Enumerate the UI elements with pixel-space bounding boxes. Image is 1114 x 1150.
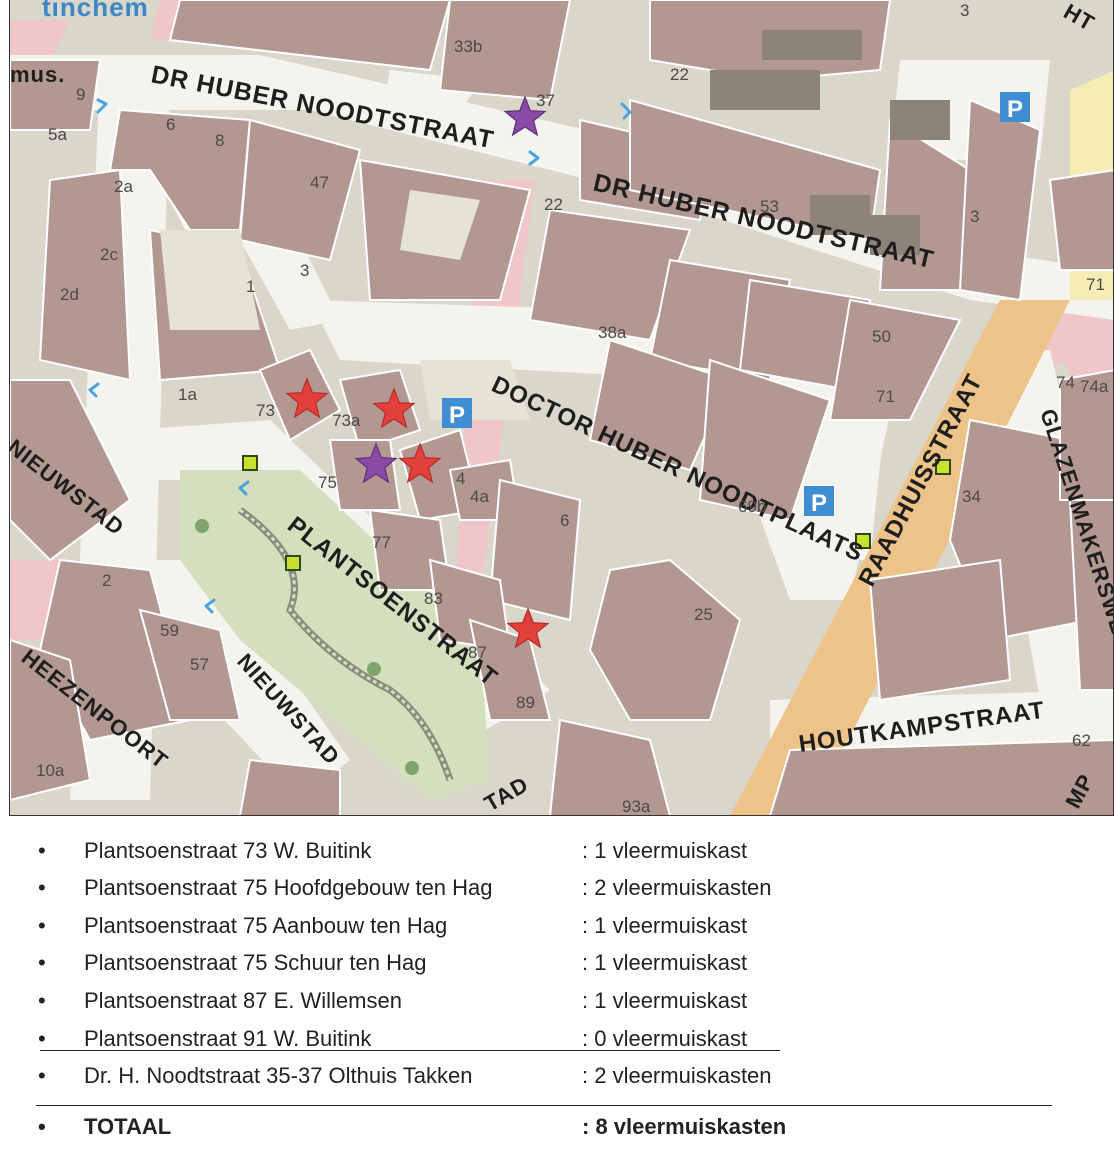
house-number: 6 (166, 115, 175, 134)
svg-text:P: P (811, 490, 827, 517)
item-count: : 1 vleermuiskast (582, 838, 748, 863)
house-number: 8 (215, 131, 224, 150)
red-star-marker[interactable] (398, 442, 442, 484)
house-number: 2 (102, 571, 111, 590)
red-star-marker[interactable] (285, 377, 329, 419)
house-number: 22 (544, 195, 563, 214)
house-number: 4 (456, 469, 465, 488)
item-name: Plantsoenstraat 73 W. Buitink (84, 838, 372, 863)
total-count: : 8 vleermuiskasten (582, 1114, 787, 1139)
house-number: 59 (160, 621, 179, 640)
house-number: 3 (970, 207, 979, 226)
house-number: 89 (516, 693, 535, 712)
list-item: • Plantsoenstraat 87 E. Willemsen : 1 vl… (0, 988, 1114, 1024)
stop-marker (242, 455, 258, 471)
house-number: 6 (560, 511, 569, 530)
parking-sign-1: P (1000, 92, 1030, 123)
bullet: • (38, 950, 46, 975)
house-number: 71 (1086, 275, 1105, 294)
item-name: Dr. H. Noodtstraat 35-37 Olthuis Takken (84, 1063, 473, 1088)
item-name: Plantsoenstraat 75 Aanbouw ten Hag (84, 913, 448, 938)
house-number: 74 (1056, 373, 1075, 392)
strikethrough-line (40, 1050, 780, 1051)
list-item: • Dr. H. Noodtstraat 35-37 Olthuis Takke… (0, 1063, 1114, 1099)
house-number: 5a (48, 125, 67, 144)
red-star-marker[interactable] (506, 607, 550, 649)
item-count: : 1 vleermuiskast (582, 913, 748, 938)
map[interactable]: P P P tinchem mus. DR HUBER NOODTSTRAAT … (9, 0, 1114, 816)
house-number: 3 (960, 1, 969, 20)
house-number: 47 (310, 173, 329, 192)
house-number: 33b (454, 37, 482, 56)
house-number: 87 (468, 643, 487, 662)
house-number: 83 (424, 589, 443, 608)
item-count: : 2 vleermuiskasten (582, 875, 772, 900)
house-number: 75 (318, 473, 337, 492)
list-item: • Plantsoenstraat 73 W. Buitink : 1 vlee… (0, 838, 1114, 874)
house-number: 3 (300, 261, 309, 280)
red-star-marker[interactable] (372, 387, 416, 429)
total-row: • TOTAAL : 8 vleermuiskasten (0, 1114, 1114, 1150)
house-number: 22 (670, 65, 689, 84)
place-label: mus. (10, 62, 65, 87)
house-number: 2a (114, 177, 133, 196)
svg-text:P: P (1007, 96, 1023, 123)
map-canvas: P P P tinchem mus. DR HUBER NOODTSTRAAT … (10, 0, 1113, 816)
parking-sign-2: P (442, 398, 472, 429)
house-number: 74a (1080, 377, 1109, 396)
item-name: Plantsoenstraat 87 E. Willemsen (84, 988, 402, 1013)
house-number: 53 (760, 197, 779, 216)
house-number: 2d (60, 285, 79, 304)
total-label: TOTAAL (84, 1114, 172, 1139)
bullet: • (38, 1114, 46, 1139)
item-count: : 1 vleermuiskast (582, 950, 748, 975)
house-number: 38a (598, 323, 627, 342)
house-number: 37 (536, 91, 555, 110)
bullet: • (38, 988, 46, 1013)
house-number: 57 (190, 655, 209, 674)
house-number: 77 (372, 533, 391, 552)
bullet: • (38, 1063, 46, 1088)
item-name: Plantsoenstraat 75 Schuur ten Hag (84, 950, 427, 975)
bullet: • (38, 913, 46, 938)
house-number: 34 (962, 487, 981, 506)
svg-text:P: P (449, 402, 465, 429)
house-number: 2c (100, 245, 118, 264)
item-count: : 0 vleermuiskast (582, 1026, 748, 1051)
bullet: • (38, 838, 46, 863)
house-number: 10a (36, 761, 65, 780)
house-number: 9 (76, 85, 85, 104)
purple-star-marker[interactable] (354, 442, 398, 484)
list-item: • Plantsoenstraat 75 Aanbouw ten Hag : 1… (0, 913, 1114, 949)
house-number: 71 (876, 387, 895, 406)
list-item: • Plantsoenstraat 75 Hoofdgebouw ten Hag… (0, 875, 1114, 911)
house-number: 73 (256, 401, 275, 420)
house-number: 73a (332, 411, 361, 430)
house-number: 62 (1072, 731, 1091, 750)
house-number: 50 (872, 327, 891, 346)
stop-marker (855, 533, 871, 549)
stop-marker (935, 459, 951, 475)
place-label: tinchem (42, 0, 149, 22)
house-number: 93a (622, 797, 651, 816)
house-number: 69b (738, 497, 766, 516)
total-divider (36, 1105, 1052, 1106)
list-item: • Plantsoenstraat 75 Schuur ten Hag : 1 … (0, 950, 1114, 986)
item-count: : 2 vleermuiskasten (582, 1063, 772, 1088)
stop-marker (285, 555, 301, 571)
house-number: 1a (178, 385, 197, 404)
list-item-struck: • Plantsoenstraat 91 W. Buitink : 0 vlee… (0, 1026, 1114, 1062)
purple-star-marker[interactable] (503, 95, 547, 137)
bullet: • (38, 1026, 46, 1051)
house-number: 25 (694, 605, 713, 624)
item-name: Plantsoenstraat 91 W. Buitink (84, 1026, 372, 1051)
house-number: 1 (246, 277, 255, 296)
item-count: : 1 vleermuiskast (582, 988, 748, 1013)
house-number: 4a (470, 487, 489, 506)
item-name: Plantsoenstraat 75 Hoofdgebouw ten Hag (84, 875, 493, 900)
parking-sign-3: P (804, 486, 834, 517)
bullet: • (38, 875, 46, 900)
